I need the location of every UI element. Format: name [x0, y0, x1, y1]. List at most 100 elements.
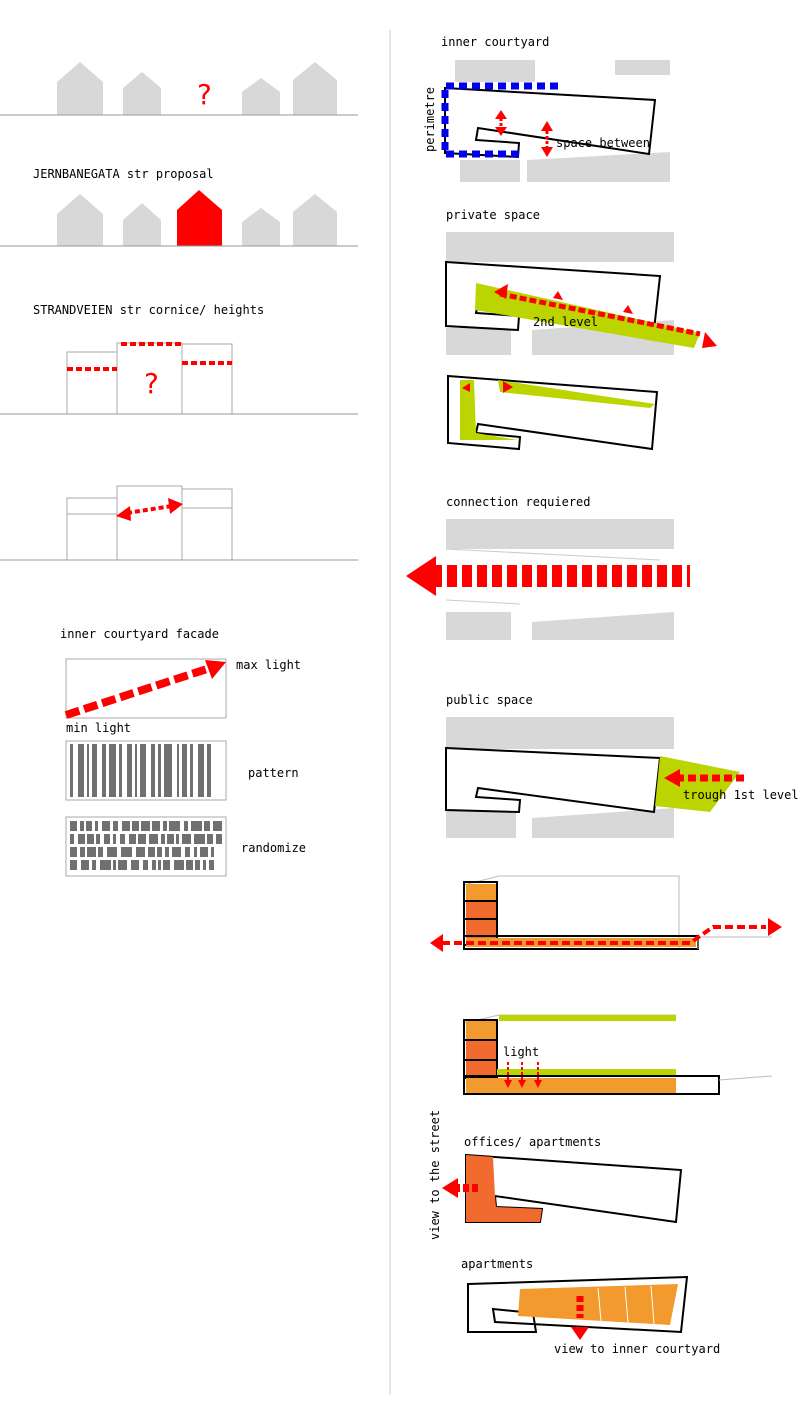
random-block [152, 821, 160, 831]
random-block [104, 834, 110, 844]
pattern-bar [158, 744, 161, 797]
random-block [121, 847, 132, 857]
pattern-bar [119, 744, 122, 797]
randomize-label: randomize [241, 841, 306, 855]
random-block [107, 847, 117, 857]
random-block [176, 834, 179, 844]
random-block [132, 821, 139, 831]
random-block [95, 821, 98, 831]
pattern-bar [207, 744, 211, 797]
random-block [182, 834, 191, 844]
random-block [161, 834, 165, 844]
jernbanegata-title: JERNBANEGATA str proposal [33, 167, 214, 181]
question-mark-1: ? [197, 78, 212, 111]
random-block [113, 860, 116, 870]
pattern-bar [182, 744, 187, 797]
random-block [100, 860, 111, 870]
random-block [203, 860, 206, 870]
space-between-label: space between [556, 136, 650, 150]
random-block [194, 847, 197, 857]
view-to-inner-courtyard-label: view to inner courtyard [554, 1342, 720, 1356]
apartments-plan [467, 1275, 689, 1340]
random-block [92, 860, 96, 870]
section-diagram-1 [430, 875, 782, 952]
question-mark-2: ? [144, 367, 159, 400]
pattern-bar [127, 744, 132, 797]
pattern-bar [177, 744, 179, 797]
random-block [86, 821, 92, 831]
pattern-bar [70, 744, 73, 797]
private-space-title: private space [446, 208, 540, 222]
inner-courtyard-title: inner courtyard [441, 35, 549, 49]
connection-required-title: connection requiered [446, 495, 591, 509]
random-block [148, 847, 155, 857]
random-block [70, 847, 77, 857]
random-block [184, 821, 188, 831]
random-block [209, 860, 214, 870]
random-block [70, 821, 77, 831]
public-space-title: public space [446, 693, 533, 707]
random-block [195, 860, 200, 870]
pattern-label: pattern [248, 766, 299, 780]
random-block [87, 847, 96, 857]
random-block [96, 834, 100, 844]
private-space-second-level [447, 374, 659, 451]
random-block [213, 821, 222, 831]
pattern-bar [78, 744, 84, 797]
max-light-label: max light [236, 658, 301, 672]
random-block [131, 860, 139, 870]
pattern-bar [190, 744, 193, 797]
random-block [70, 834, 74, 844]
trough-first-level-label: trough 1st level [683, 788, 799, 802]
pattern-bar [135, 744, 137, 797]
random-block [98, 847, 103, 857]
pattern-bar [92, 744, 97, 797]
random-block [87, 834, 94, 844]
random-block [185, 847, 190, 857]
random-block [136, 847, 145, 857]
second-level-label: 2nd level [533, 315, 598, 329]
random-block [141, 821, 150, 831]
random-block [167, 834, 174, 844]
random-block [129, 834, 136, 844]
pattern-bar [198, 744, 204, 797]
pattern-bar [164, 744, 172, 797]
cornice-connection-diagram [0, 485, 358, 561]
private-space-plan [445, 232, 717, 355]
random-block [204, 821, 210, 831]
random-block [211, 847, 214, 857]
facade-title: inner courtyard facade [60, 627, 219, 641]
apartments-title: apartments [461, 1257, 533, 1271]
connection-plan [406, 519, 690, 640]
facade-pattern-diagram [65, 740, 227, 801]
random-block [172, 847, 181, 857]
random-block [118, 860, 127, 870]
random-block [120, 834, 125, 844]
inner-courtyard-plan [441, 60, 670, 182]
view-to-street-label: view to the street [428, 1110, 442, 1240]
random-block [165, 847, 169, 857]
random-block [81, 860, 89, 870]
random-block [174, 860, 184, 870]
random-block [157, 847, 162, 857]
random-block [78, 834, 85, 844]
random-block [194, 834, 205, 844]
random-block [207, 834, 213, 844]
min-light-label: min light [66, 721, 131, 735]
random-block [80, 821, 84, 831]
offices-apartments-title: offices/ apartments [464, 1135, 601, 1149]
random-block [143, 860, 148, 870]
random-block [113, 821, 118, 831]
random-block [80, 847, 85, 857]
random-block [149, 834, 158, 844]
facade-randomize-diagram [65, 816, 227, 877]
random-block [138, 834, 146, 844]
facade-light-diagram [64, 658, 227, 719]
pattern-bar [140, 744, 146, 797]
public-space-plan [445, 717, 744, 838]
pattern-bar [102, 744, 106, 797]
random-block [163, 821, 167, 831]
random-block [102, 821, 110, 831]
pattern-bar [109, 744, 116, 797]
